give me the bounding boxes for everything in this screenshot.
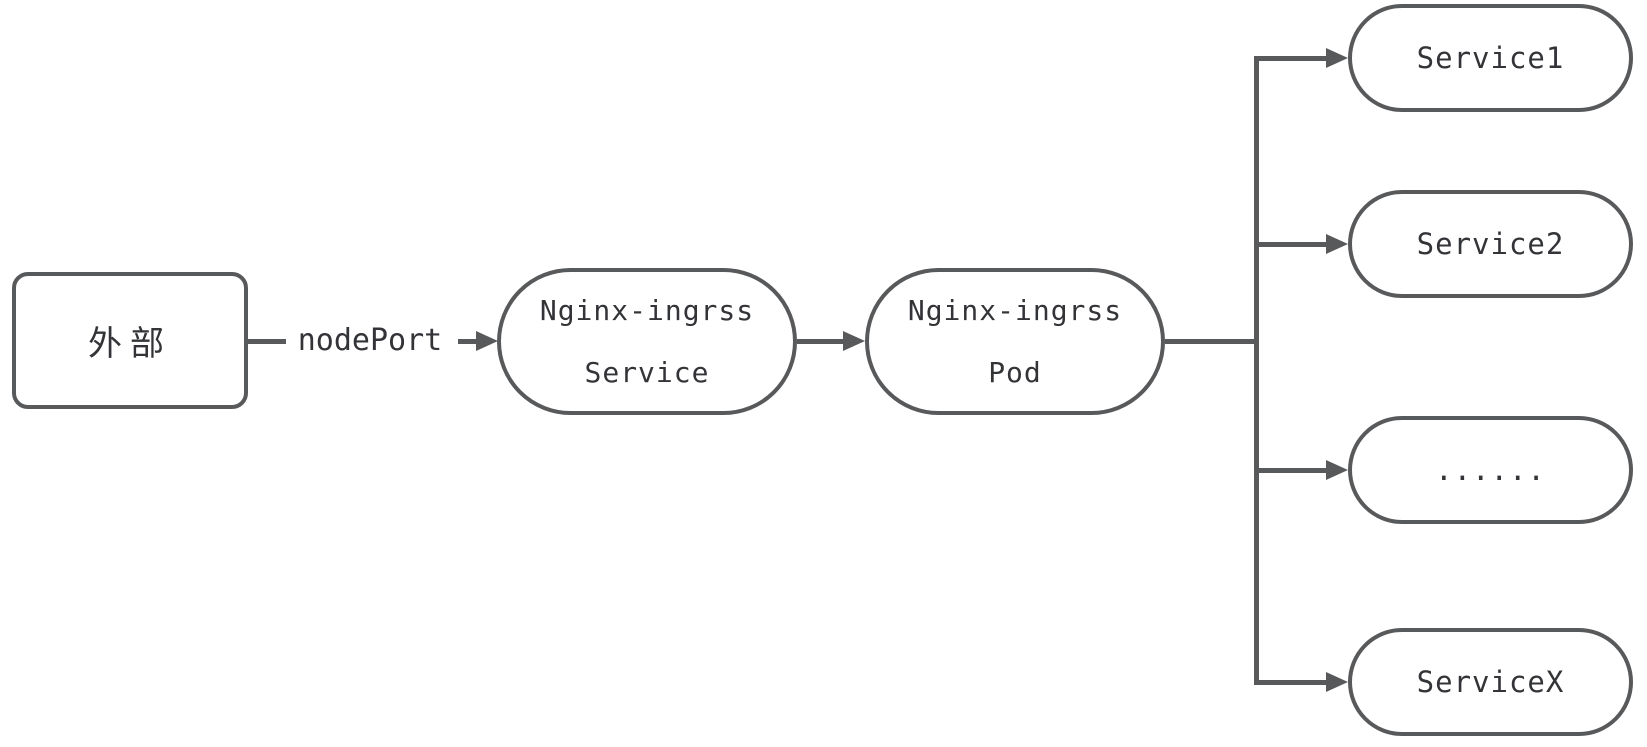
branch-arrowhead-servicex-icon — [1326, 672, 1348, 692]
target-label-service1: Service1 — [1416, 41, 1565, 75]
branch-line-service1 — [1254, 56, 1328, 61]
branch-arrowhead-ellipsis-icon — [1326, 460, 1348, 480]
service-to-pod-arrow-line — [797, 339, 845, 344]
fanout-trunk-line — [1254, 56, 1259, 685]
nodeport-arrow-line — [458, 339, 482, 344]
target-node-servicex: ServiceX — [1348, 628, 1633, 736]
pod-to-trunk-line — [1165, 339, 1257, 344]
branch-arrowhead-service2-icon — [1326, 234, 1348, 254]
external-connector-line — [248, 339, 286, 344]
ingress-pod-node: Nginx-ingrss Pod — [865, 268, 1165, 415]
target-label-service2: Service2 — [1416, 227, 1565, 261]
target-label-servicex: ServiceX — [1416, 665, 1565, 699]
service-to-pod-arrowhead-icon — [843, 331, 865, 351]
ingress-service-label-line1: Nginx-ingrss — [539, 293, 755, 327]
target-label-ellipsis: ...... — [1435, 453, 1546, 487]
nodeport-arrowhead-icon — [476, 331, 498, 351]
branch-line-service2 — [1254, 242, 1328, 247]
target-node-service2: Service2 — [1348, 190, 1633, 298]
branch-arrowhead-service1-icon — [1326, 48, 1348, 68]
nodeport-edge-label: nodePort — [297, 323, 443, 358]
ingress-pod-label-line2: Pod — [988, 355, 1042, 389]
target-node-ellipsis: ...... — [1348, 416, 1633, 524]
ingress-service-node: Nginx-ingrss Service — [497, 268, 797, 415]
ingress-pod-label-line1: Nginx-ingrss — [907, 293, 1123, 327]
external-node: 外部 — [12, 272, 248, 409]
target-node-service1: Service1 — [1348, 4, 1633, 112]
ingress-service-label-line2: Service — [584, 355, 710, 389]
branch-line-ellipsis — [1254, 468, 1328, 473]
branch-line-servicex — [1254, 680, 1328, 685]
external-node-label: 外部 — [88, 324, 172, 364]
